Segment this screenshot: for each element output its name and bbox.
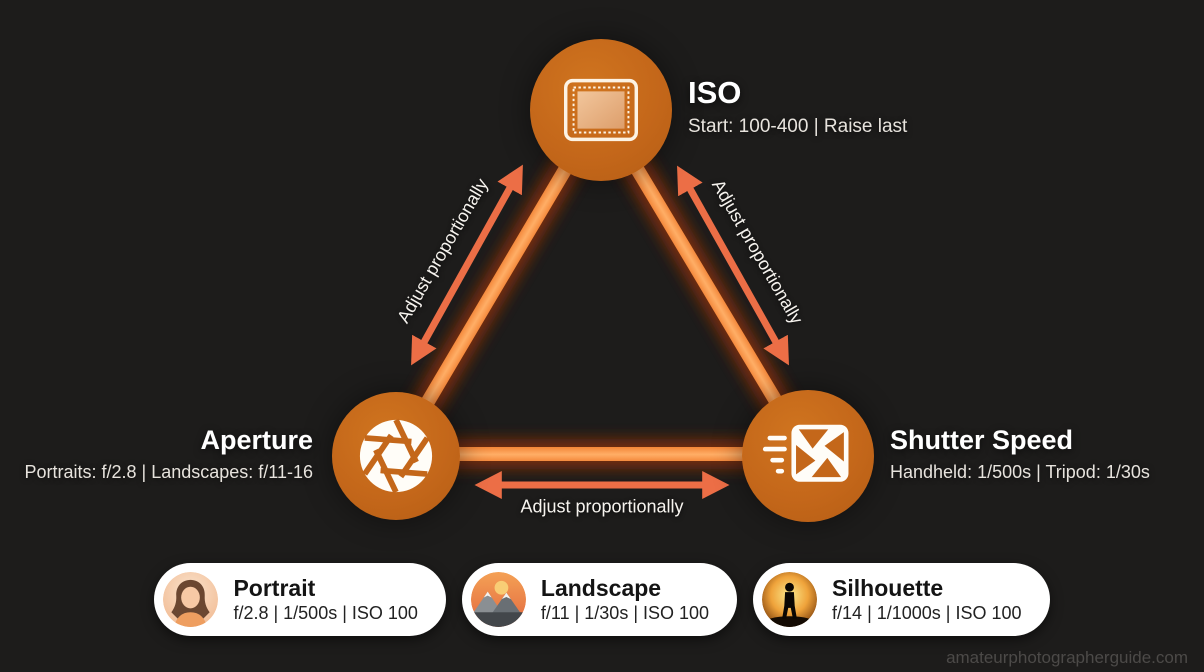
- portrait-avatar: [163, 572, 219, 627]
- aperture-title: Aperture: [200, 425, 313, 455]
- preset-text: Landscape f/11 | 1/30s | ISO 100: [541, 575, 709, 624]
- preset-settings: f/2.8 | 1/500s | ISO 100: [233, 603, 418, 624]
- edge-label-aperture-shutter: Adjust proportionally: [520, 496, 684, 517]
- aperture-node-circle: [332, 392, 460, 520]
- watermark-url: amateurphotographerguide.com: [946, 648, 1188, 667]
- iso-subtitle: Start: 100-400 | Raise last: [688, 116, 908, 138]
- iso-label: ISO Start: 100-400 | Raise last: [688, 75, 908, 138]
- preset-name: Landscape: [540, 574, 662, 601]
- preset-pill-landscape: Landscape f/11 | 1/30s | ISO 100: [461, 563, 738, 636]
- shutter-speed-subtitle: Handheld: 1/500s | Tripod: 1/30s: [890, 461, 1150, 482]
- shutter-speed-label: Shutter Speed Handheld: 1/500s | Tripod:…: [890, 425, 1150, 483]
- preset-pill-portrait: Portrait f/2.8 | 1/500s | ISO 100: [154, 563, 446, 636]
- preset-text: Portrait f/2.8 | 1/500s | ISO 100: [233, 575, 417, 624]
- preset-pills-row: Portrait f/2.8 | 1/500s | ISO 100: [0, 563, 1204, 636]
- landscape-avatar: [470, 572, 526, 627]
- shutter-speed-node-circle: [742, 390, 874, 522]
- preset-text: Silhouette f/14 | 1/1000s | ISO 100: [832, 575, 1021, 624]
- aperture-label: Aperture Portraits: f/2.8 | Landscapes: …: [24, 425, 313, 483]
- shutter-motion-icon: [762, 410, 854, 502]
- aperture-blades-icon: [352, 412, 440, 500]
- double-arrow-right: [677, 165, 789, 366]
- preset-pill-silhouette: Silhouette f/14 | 1/1000s | ISO 100: [753, 563, 1050, 636]
- aperture-subtitle: Portraits: f/2.8 | Landscapes: f/11-16: [24, 461, 313, 482]
- camera-sensor-icon: [552, 61, 650, 159]
- bar-aperture-iso: [413, 149, 582, 419]
- silhouette-avatar: [762, 572, 818, 627]
- double-arrow-left: [411, 164, 523, 366]
- preset-settings: f/14 | 1/1000s | ISO 100: [832, 603, 1022, 624]
- iso-node-circle: [530, 39, 672, 181]
- iso-title: ISO: [688, 75, 742, 110]
- preset-name: Portrait: [233, 574, 316, 601]
- shutter-speed-title: Shutter Speed: [890, 425, 1074, 455]
- bar-iso-shutter: [620, 148, 790, 417]
- preset-name: Silhouette: [832, 574, 944, 601]
- preset-settings: f/11 | 1/30s | ISO 100: [540, 603, 710, 624]
